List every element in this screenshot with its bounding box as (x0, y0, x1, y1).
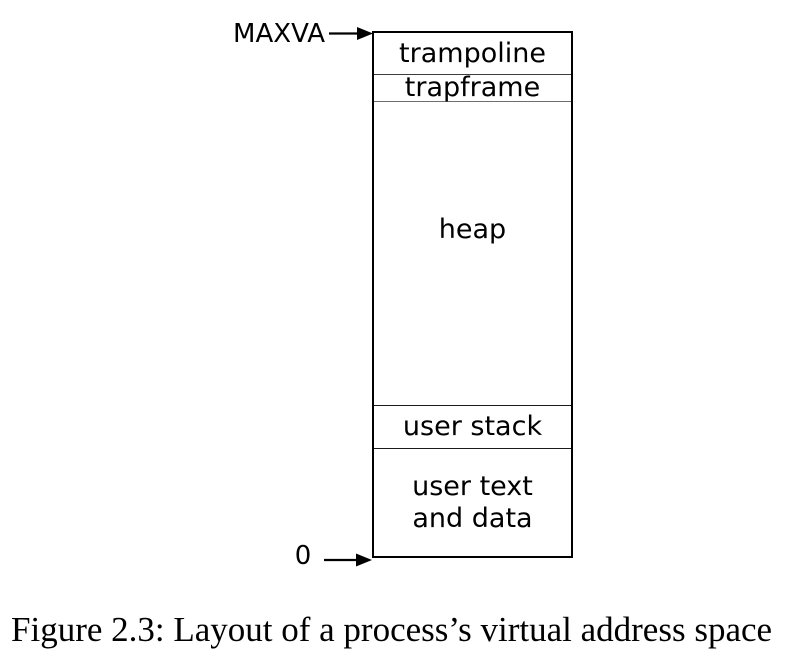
user-stack-label: user stack (402, 411, 543, 443)
memory-section-heap: heap (374, 102, 571, 406)
heap-label: heap (438, 214, 507, 245)
memory-section-user-text-and-data: user text and data (374, 449, 571, 556)
zero-arrow (324, 553, 372, 567)
maxva-label: MAXVA (233, 19, 325, 49)
figure-caption: Figure 2.3: Layout of a process’s virtua… (11, 610, 773, 649)
memory-section-trapframe: trapframe (374, 72, 571, 104)
memory-section-trampoline: trampoline (374, 33, 571, 75)
user-text-and-data-label: user text and data (412, 470, 533, 534)
trampoline-label: trampoline (399, 37, 546, 69)
maxva-arrow (329, 27, 373, 40)
trapframe-label: trapframe (404, 72, 541, 104)
zero-label: 0 (294, 541, 312, 571)
memory-section-user-stack: user stack (374, 406, 571, 449)
virtual-address-space-box: trampoline trapframe heap user stack use… (372, 31, 573, 558)
